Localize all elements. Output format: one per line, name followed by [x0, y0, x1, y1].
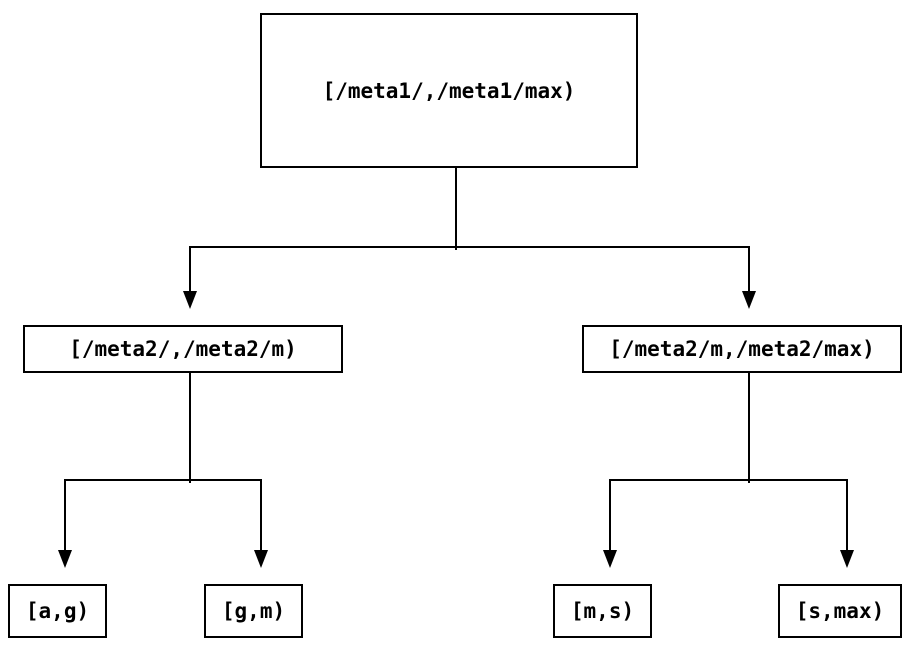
tree-node-meta2-high: [/meta2/m,/meta2/max): [582, 325, 902, 373]
tree-node-meta2-low: [/meta2/,/meta2/m): [23, 325, 343, 373]
arrowhead-to-right-node: [742, 291, 756, 309]
arrowhead-to-left-node: [183, 291, 197, 309]
tree-node-root: [/meta1/,/meta1/max): [260, 13, 638, 168]
tree-leaf-ag: [a,g): [8, 584, 107, 638]
arrowhead-to-leaf-ag: [58, 550, 72, 568]
arrowhead-to-leaf-smax: [840, 550, 854, 568]
tree-leaf-gm: [g,m): [204, 584, 303, 638]
arrowhead-to-leaf-gm: [254, 550, 268, 568]
tree-leaf-ms: [m,s): [553, 584, 652, 638]
arrowhead-to-leaf-ms: [603, 550, 617, 568]
tree-leaf-smax: [s,max): [778, 584, 902, 638]
